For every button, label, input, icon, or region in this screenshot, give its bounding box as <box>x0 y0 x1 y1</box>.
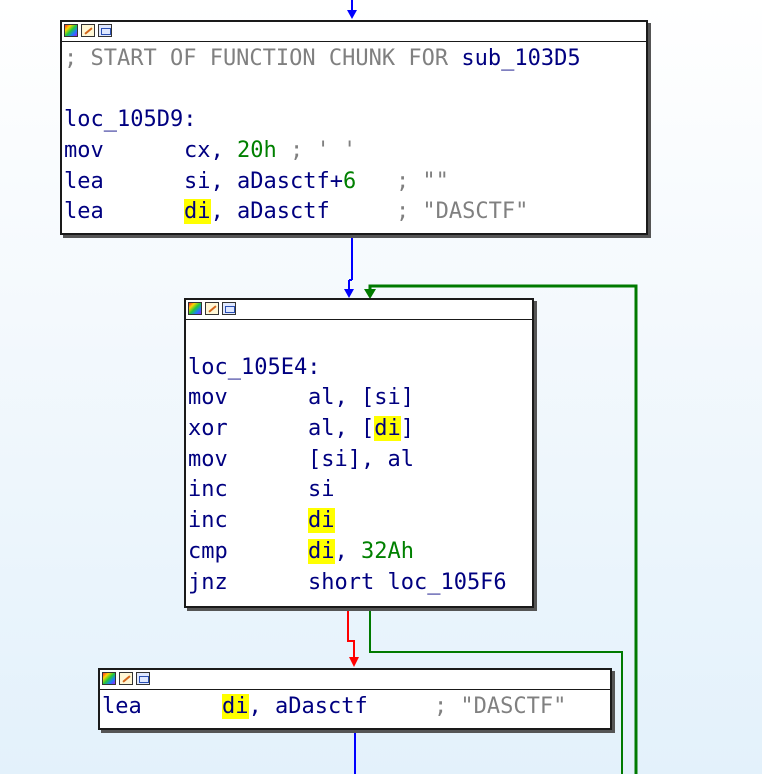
mnemonic: mov <box>188 385 228 411</box>
graph-view-icon[interactable] <box>222 302 236 315</box>
operands: [si], al <box>308 446 414 472</box>
block-header <box>186 300 532 320</box>
operands: ] <box>400 416 414 442</box>
color-palette-icon[interactable] <box>64 24 78 37</box>
highlighted-register[interactable]: di <box>222 694 249 719</box>
mnemonic: xor <box>188 416 228 442</box>
immediate-value: 6 <box>342 168 357 194</box>
operands: si <box>308 477 335 503</box>
code-line[interactable]: jnz short loc_105F6 <box>188 568 532 599</box>
blank-line <box>188 322 532 353</box>
code-line[interactable]: inc si <box>188 475 532 506</box>
edit-node-icon[interactable] <box>205 302 219 315</box>
mnemonic: inc <box>188 508 228 534</box>
operands: cx, <box>184 138 237 164</box>
code-block-fallthrough[interactable]: lea di, aDasctf ; "DASCTF" <box>98 668 612 730</box>
code-line[interactable]: inc di <box>188 506 532 537</box>
code-line[interactable]: mov [si], al <box>188 445 532 476</box>
edge-entry <box>347 0 357 19</box>
operands: , aDasctf <box>248 694 434 719</box>
operands: , <box>334 538 361 564</box>
comment: ; "DASCTF" <box>395 199 529 225</box>
immediate-value: 32Ah <box>361 538 414 564</box>
code-line[interactable]: lea di, aDasctf ; "DASCTF" <box>102 692 610 723</box>
block-header <box>100 670 610 690</box>
edit-node-icon[interactable] <box>81 24 95 37</box>
graph-view-icon[interactable] <box>98 24 112 37</box>
mnemonic: mov <box>64 138 104 164</box>
edge-jnz-taken <box>369 608 623 774</box>
highlighted-register[interactable]: di <box>308 538 335 564</box>
function-chunk-comment: ; START OF FUNCTION CHUNK FOR <box>64 46 462 71</box>
operands: al, [ <box>308 416 375 442</box>
code-line[interactable]: cmp di, 32Ah <box>188 537 532 568</box>
color-palette-icon[interactable] <box>102 672 116 685</box>
code-line[interactable]: lea si, aDasctf+6 ; "" <box>64 167 646 198</box>
comment: ; "DASCTF" <box>433 694 567 719</box>
highlighted-register[interactable]: di <box>184 199 211 225</box>
graph-view-icon[interactable] <box>136 672 150 685</box>
code-line[interactable]: mov cx, 20h ; ' ' <box>64 136 646 167</box>
highlighted-register[interactable]: di <box>308 508 335 534</box>
mnemonic: inc <box>188 477 228 503</box>
code-block-loc-105D9[interactable]: ; START OF FUNCTION CHUNK FOR sub_103D5 … <box>60 20 648 235</box>
mnemonic: mov <box>188 446 228 472</box>
code-label[interactable]: loc_105D9: <box>64 107 197 133</box>
code-line[interactable]: xor al, [di] <box>188 414 532 445</box>
mnemonic: cmp <box>188 538 228 564</box>
comment: ; ' ' <box>276 138 357 164</box>
mnemonic: lea <box>64 168 104 194</box>
comment: ; "" <box>356 168 449 194</box>
color-palette-icon[interactable] <box>188 302 202 315</box>
mnemonic: lea <box>64 199 104 225</box>
code-line[interactable]: lea di, aDasctf ; "DASCTF" <box>64 197 646 228</box>
operands: si, aDasctf+ <box>184 168 343 194</box>
highlighted-register[interactable]: di <box>374 416 401 442</box>
immediate-value: 20h <box>236 138 277 164</box>
function-ref[interactable]: sub_103D5 <box>461 46 581 71</box>
code-line[interactable]: ; START OF FUNCTION CHUNK FOR sub_103D5 <box>64 44 646 75</box>
operands: , aDasctf <box>210 199 396 225</box>
code-label[interactable]: loc_105E4: <box>188 354 321 380</box>
blank-line <box>64 75 646 106</box>
code-line[interactable]: mov al, [si] <box>188 383 532 414</box>
edit-node-icon[interactable] <box>119 672 133 685</box>
edge-block1-to-block2 <box>344 236 354 298</box>
mnemonic: lea <box>102 694 142 719</box>
operands: al, [si] <box>308 385 414 411</box>
edge-loop-back <box>364 284 638 774</box>
mnemonic: jnz <box>188 569 228 595</box>
block-header <box>62 22 646 42</box>
jump-target[interactable]: short loc_105F6 <box>308 569 507 595</box>
edge-jnz-fallthrough <box>347 608 359 667</box>
